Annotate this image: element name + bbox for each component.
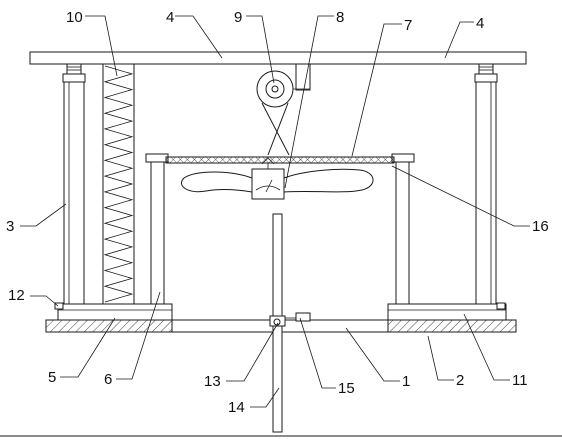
label-10: 10	[66, 9, 83, 26]
part-labels: 10 4 9 8 7 4 3 12 5 6 13 14 15 1 2 11 16	[6, 9, 549, 416]
label-5: 5	[48, 369, 56, 386]
label-11: 11	[512, 372, 528, 389]
left-hatched-foot	[45, 319, 173, 333]
label-13: 13	[204, 373, 221, 390]
pulley	[256, 63, 311, 156]
label-7: 7	[404, 17, 412, 34]
inner-frame	[145, 153, 415, 305]
label-8: 8	[336, 9, 344, 26]
mesh-screen	[165, 156, 395, 164]
leader-lines	[20, 15, 530, 408]
spring	[102, 64, 135, 304]
label-12: 12	[8, 287, 25, 304]
label-6: 6	[104, 371, 112, 388]
vertical-shaft	[269, 213, 311, 433]
label-9: 9	[234, 9, 242, 26]
label-1: 1	[402, 373, 410, 390]
top-plate	[29, 51, 527, 65]
right-column	[474, 63, 498, 307]
right-base-pad	[387, 303, 507, 321]
stop-block	[54, 302, 64, 310]
fan	[181, 157, 374, 200]
label-4-left: 4	[166, 9, 174, 26]
label-2: 2	[456, 372, 464, 389]
left-column	[62, 63, 86, 307]
label-15: 15	[338, 380, 355, 397]
label-14: 14	[228, 399, 245, 416]
left-base-pad	[57, 303, 173, 321]
stop-block-right	[496, 302, 506, 310]
right-hatched-foot	[387, 319, 517, 333]
label-4-right: 4	[476, 15, 484, 32]
label-16: 16	[532, 218, 549, 235]
label-3: 3	[6, 218, 14, 235]
fan-motor-gauge	[251, 168, 285, 200]
